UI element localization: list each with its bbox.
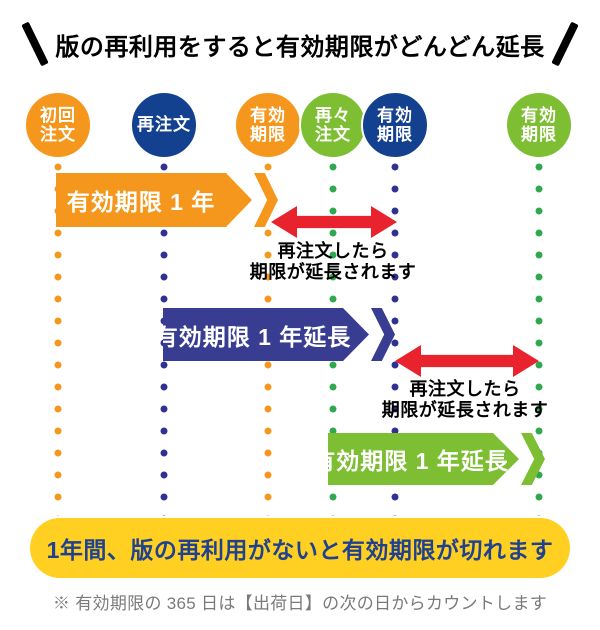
left-slash-decoration-icon xyxy=(21,21,50,67)
milestone-label: 有効 xyxy=(521,105,557,125)
milestone-initial-order: 初回 注文 xyxy=(24,91,92,159)
milestone-label: 期限 xyxy=(250,125,286,144)
validity-bar-body: 有効期限 1 年延長 xyxy=(163,308,369,361)
validity-bar-extended-2: 有効期限 1 年延長 xyxy=(328,433,545,485)
extension-note-2: 再注文したら 期限が延長されます xyxy=(365,379,565,421)
arrow-tip-icon xyxy=(254,173,278,227)
footnote-text: ※ 有効期限の 365 日は【出荷日】の次の日からカウントします xyxy=(52,594,548,613)
milestone-expiry-second: 有効 期限 xyxy=(361,91,429,159)
note-line: 再注文したら xyxy=(277,241,389,261)
validity-bar-body: 有効期限 1 年延長 xyxy=(328,433,519,485)
note-line: 再注文したら xyxy=(409,379,521,399)
expiry-warning-text: 1年間、版の再利用がないと有効期限が切れます xyxy=(46,537,554,563)
milestone-expiry-first: 有効 期限 xyxy=(234,91,302,159)
milestone-label: 有効 xyxy=(250,105,286,125)
milestone-label: 有効 xyxy=(377,105,413,125)
milestone-label: 期限 xyxy=(521,125,557,144)
milestone-label: 期限 xyxy=(377,125,413,144)
extension-double-arrow-icon xyxy=(395,345,539,377)
validity-bar-label: 有効期限 1 年延長 xyxy=(312,448,509,474)
dotted-line-expiry-final xyxy=(535,162,543,516)
milestone-expiry-final: 有効 期限 xyxy=(505,91,573,159)
validity-bar-extended-1: 有効期限 1 年延長 xyxy=(163,308,395,361)
milestone-second-reorder: 再々 注文 xyxy=(299,91,367,159)
arrow-tip-icon xyxy=(371,308,395,361)
milestone-reorder: 再注文 xyxy=(130,91,198,159)
milestone-label: 注文 xyxy=(315,125,351,144)
note-line: 期限が延長されます xyxy=(249,262,417,283)
title-row: 版の再利用をすると有効期限がどんどん延長 xyxy=(0,16,600,72)
validity-bar-label: 有効期限 1 年延長 xyxy=(154,323,352,350)
note-line: 期限が延長されます xyxy=(381,400,549,421)
milestone-label: 注文 xyxy=(40,125,76,144)
validity-bar-year-1: 有効期限 1 年 xyxy=(56,173,278,227)
dotted-line-initial-order xyxy=(54,162,62,516)
milestone-label: 初回 xyxy=(40,105,76,125)
right-slash-decoration-icon xyxy=(550,21,579,67)
validity-bar-label: 有効期限 1 年 xyxy=(66,189,216,215)
validity-bar-body: 有効期限 1 年 xyxy=(56,173,252,227)
dotted-line-expiry-second xyxy=(391,162,399,516)
arrow-tip-icon xyxy=(521,433,545,485)
expiry-warning-banner: 1年間、版の再利用がないと有効期限が切れます xyxy=(30,518,570,578)
milestone-label: 再注文 xyxy=(137,115,191,135)
page-title: 版の再利用をすると有効期限がどんどん延長 xyxy=(55,33,545,61)
milestone-label: 再々 xyxy=(315,105,351,125)
extension-note-1: 再注文したら 期限が延長されます xyxy=(233,241,433,283)
